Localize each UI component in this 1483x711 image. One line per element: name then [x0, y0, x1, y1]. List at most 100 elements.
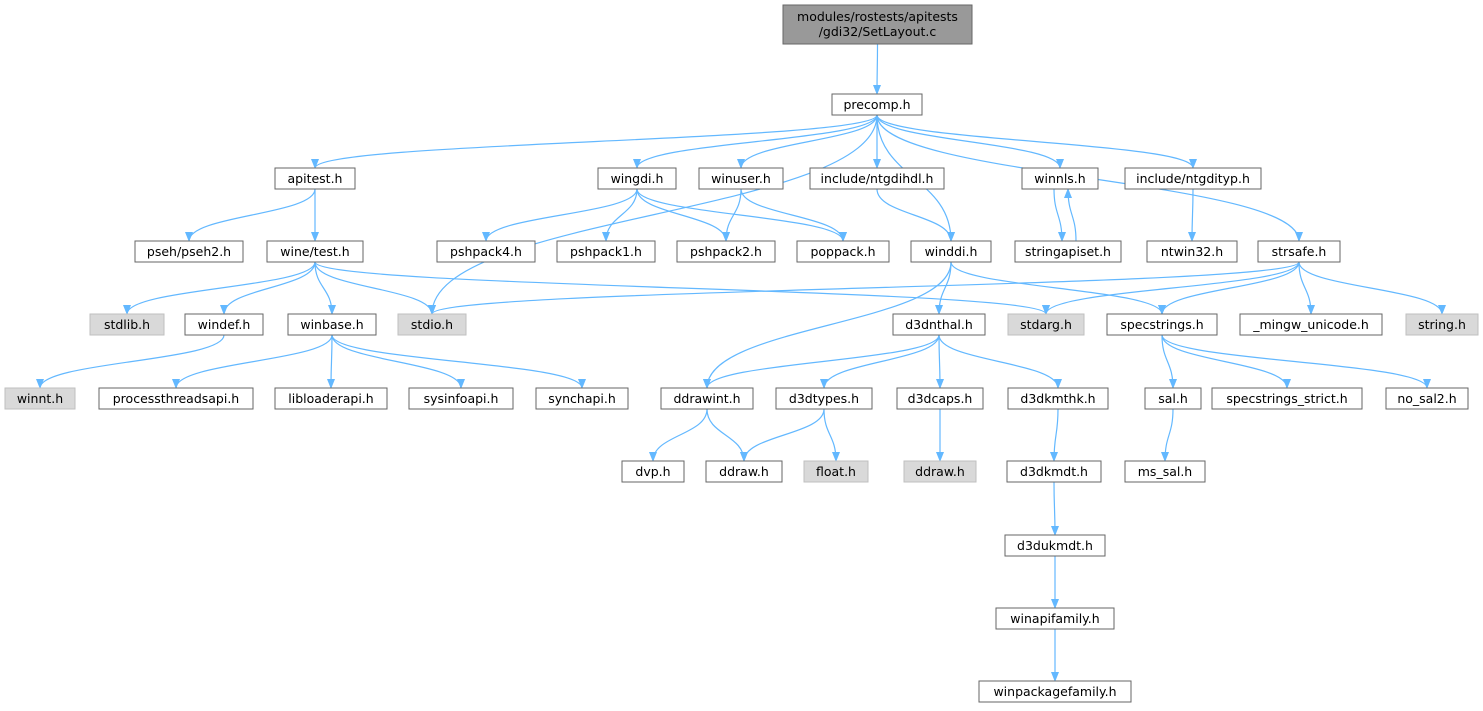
node-winpackagefamily-box [978, 680, 1132, 703]
node-winnt[interactable]: winnt.h [4, 387, 76, 410]
edge-root-to-precomp [873, 43, 882, 95]
node-libloaderapi[interactable]: libloaderapi.h [274, 387, 388, 410]
edge-sal-to-mssal [1161, 408, 1174, 462]
edge-winuser-to-poppack [740, 188, 847, 242]
node-winuser[interactable]: winuser.h [698, 167, 784, 190]
node-dvp[interactable]: dvp.h [621, 460, 685, 483]
node-winpackagefamily[interactable]: winpackagefamily.h [978, 680, 1132, 703]
node-pshpack2[interactable]: pshpack2.h [676, 240, 776, 263]
edge-precomp-to-winnls [876, 114, 1064, 169]
node-pshpack4-label: pshpack4.h [450, 244, 522, 259]
node-string[interactable]: string.h [1405, 313, 1479, 336]
edge-d3dnthal-to-d3dtypes [820, 334, 940, 389]
node-winetest-label: wine/test.h [280, 244, 349, 259]
node-apitest[interactable]: apitest.h [274, 167, 356, 190]
node-synchapi[interactable]: synchapi.h [535, 387, 629, 410]
node-d3dnthal[interactable]: d3dnthal.h [892, 313, 986, 336]
nodes-layer: modules/rostests/apitests /gdi32/SetLayo… [4, 4, 1479, 703]
node-processthreadsapi[interactable]: processthreadsapi.h [98, 387, 254, 410]
node-stdarg[interactable]: stdarg.h [1007, 313, 1085, 336]
node-d3dukmdt[interactable]: d3dukmdt.h [1004, 534, 1106, 557]
node-stdio-label: stdio.h [411, 317, 453, 332]
node-stringapiset[interactable]: stringapiset.h [1014, 240, 1122, 263]
node-d3dkmdt[interactable]: d3dkmdt.h [1006, 460, 1102, 483]
node-d3dcaps[interactable]: d3dcaps.h [896, 387, 984, 410]
node-pshpack4[interactable]: pshpack4.h [436, 240, 536, 263]
node-specstrings_strict[interactable]: specstrings_strict.h [1211, 387, 1363, 410]
edge-ddrawint-to-ddraw1 [706, 408, 748, 462]
node-wingdi[interactable]: wingdi.h [597, 167, 677, 190]
node-nosal2[interactable]: no_sal2.h [1385, 387, 1469, 410]
edge-winddi-to-ddrawint [703, 261, 952, 389]
node-winnls[interactable]: winnls.h [1021, 167, 1099, 190]
node-strsafe[interactable]: strsafe.h [1257, 240, 1341, 263]
node-d3dtypes[interactable]: d3dtypes.h [775, 387, 873, 410]
node-ddrawint[interactable]: ddrawint.h [660, 387, 754, 410]
node-d3dkmdt-label: d3dkmdt.h [1020, 464, 1088, 479]
node-sysinfoapi-box [408, 387, 514, 410]
node-sal[interactable]: sal.h [1144, 387, 1202, 410]
node-pshpack1[interactable]: pshpack1.h [556, 240, 656, 263]
node-d3dukmdt-box [1004, 534, 1106, 557]
node-stdlib[interactable]: stdlib.h [89, 313, 165, 336]
node-precomp[interactable]: precomp.h [831, 93, 923, 116]
node-apitest-label: apitest.h [288, 171, 343, 186]
node-winuser-label: winuser.h [711, 171, 771, 186]
node-mssal[interactable]: ms_sal.h [1124, 460, 1206, 483]
node-winetest[interactable]: wine/test.h [266, 240, 364, 263]
edge-strsafe-to-mingwunicode [1298, 261, 1315, 315]
node-pshpack4-box [436, 240, 536, 263]
node-precomp-box [831, 93, 923, 116]
node-pseh2[interactable]: pseh/pseh2.h [134, 240, 244, 263]
node-sysinfoapi[interactable]: sysinfoapi.h [408, 387, 514, 410]
node-specstrings-box [1106, 313, 1218, 336]
edge-strsafe-to-stdarg [1042, 261, 1300, 315]
node-pshpack1-label: pshpack1.h [570, 244, 642, 259]
node-ddraw2[interactable]: ddraw.h [903, 460, 977, 483]
node-d3dnthal-label: d3dnthal.h [905, 317, 973, 332]
node-pshpack1-box [556, 240, 656, 263]
node-windef[interactable]: windef.h [184, 313, 264, 336]
node-d3dkmthk[interactable]: d3dkmthk.h [1007, 387, 1109, 410]
node-mingwunicode[interactable]: _mingw_unicode.h [1239, 313, 1383, 336]
node-winbase[interactable]: winbase.h [287, 313, 377, 336]
node-winddi-box [910, 240, 992, 263]
edge-winbase-to-sysinfoapi [331, 334, 465, 389]
node-specstrings-label: specstrings.h [1120, 317, 1203, 332]
node-ntwin32[interactable]: ntwin32.h [1146, 240, 1238, 263]
node-winddi[interactable]: winddi.h [910, 240, 992, 263]
edge-wingdi-to-pshpack1 [602, 188, 638, 242]
node-winbase-label: winbase.h [300, 317, 363, 332]
node-winnls-box [1021, 167, 1099, 190]
node-ntgdityp-label: include/ntgdityp.h [1136, 171, 1250, 186]
edge-d3dnthal-to-ddrawint [703, 334, 940, 389]
node-pseh2-box [134, 240, 244, 263]
edge-ntgdityp-to-ntwin32 [1188, 188, 1197, 242]
node-stdio[interactable]: stdio.h [397, 313, 467, 336]
node-winnt-label: winnt.h [17, 391, 63, 406]
node-specstrings[interactable]: specstrings.h [1106, 313, 1218, 336]
node-string-box [1405, 313, 1479, 336]
edge-d3dnthal-to-d3dkmthk [938, 334, 1062, 389]
node-pseh2-label: pseh/pseh2.h [147, 244, 231, 259]
node-specstrings_strict-label: specstrings_strict.h [1226, 391, 1347, 406]
node-d3dkmdt-box [1006, 460, 1102, 483]
edge-winetest-to-stdarg [314, 261, 1050, 315]
node-ntgdityp[interactable]: include/ntgdityp.h [1124, 167, 1262, 190]
node-root[interactable]: modules/rostests/apitests /gdi32/SetLayo… [782, 4, 973, 45]
node-ntgdihdl[interactable]: include/ntgdihdl.h [809, 167, 945, 190]
edge-ddrawint-to-dvp [649, 408, 708, 462]
node-d3dukmdt-label: d3dukmdt.h [1017, 538, 1093, 553]
node-winapifamily[interactable]: winapifamily.h [995, 607, 1115, 630]
edge-specstrings-to-sal [1161, 334, 1177, 389]
node-mingwunicode-label: _mingw_unicode.h [1252, 317, 1369, 332]
node-poppack[interactable]: poppack.h [796, 240, 890, 263]
node-ddrawint-box [660, 387, 754, 410]
node-ddraw1[interactable]: ddraw.h [705, 460, 783, 483]
node-float[interactable]: float.h [803, 460, 869, 483]
node-stdarg-label: stdarg.h [1020, 317, 1072, 332]
node-mingwunicode-box [1239, 313, 1383, 336]
node-winnls-label: winnls.h [1034, 171, 1085, 186]
edge-d3dtypes-to-ddraw1 [740, 408, 825, 462]
